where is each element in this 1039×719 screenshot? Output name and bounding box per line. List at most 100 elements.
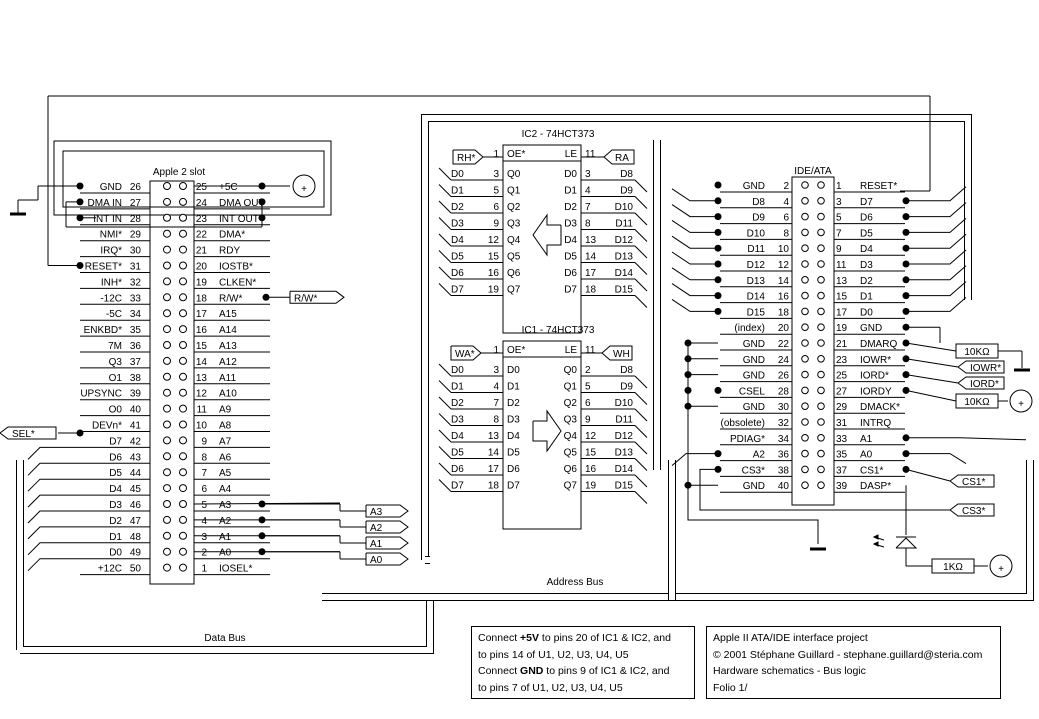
- ic2-right-pin: 3: [585, 169, 591, 180]
- ic2-left-net: D7: [451, 285, 464, 296]
- pin-hole: [163, 420, 171, 429]
- pin-hole: [817, 260, 825, 268]
- ide-left-pin: 30: [778, 402, 790, 413]
- slot-right-pin: 22: [196, 230, 208, 241]
- slot-right-pin: 11: [197, 405, 208, 416]
- ic1-left-inner: D4: [507, 431, 520, 442]
- pin-hole: [163, 197, 171, 206]
- ic1-left-inner: D3: [507, 415, 520, 426]
- power-connection-note: Connect +5V to pins 20 of IC1 & IC2, and…: [471, 626, 695, 699]
- ide-left-signal: (index): [734, 323, 765, 334]
- ic2-left-pin: 3: [493, 169, 499, 180]
- slot-right-pin: 19: [196, 277, 208, 288]
- ide-right-pin: 11: [836, 260, 847, 271]
- sel-signal-tag-label: SEL*: [12, 429, 35, 440]
- pin-hole: [801, 402, 809, 411]
- ic2-left-inner: Q5: [507, 252, 521, 263]
- rh-control-tag-label: RH*: [457, 153, 475, 164]
- slot-right-pin: 7: [201, 468, 207, 479]
- ide-left-signal: GND: [743, 339, 765, 350]
- sheet-description: Hardware schematics - Bus logic: [713, 665, 866, 677]
- power-plus-symbol: [989, 554, 1013, 578]
- project-title: Apple II ATA/IDE interface project: [713, 632, 868, 644]
- bus-entry: [634, 474, 648, 488]
- pin-hole: [163, 182, 171, 190]
- slot-right-signal: A7: [219, 436, 232, 447]
- ic1-left-net: D3: [451, 415, 464, 426]
- ra-control-tag-label: RA: [615, 153, 629, 164]
- slot-left-pin: 38: [130, 373, 142, 384]
- resistor-10k-1-label: 10KΩ: [964, 347, 990, 358]
- address-tag: [365, 520, 409, 534]
- ic2-left-net: D6: [451, 268, 464, 279]
- slot-left-pin: 29: [130, 230, 142, 241]
- pin-hole: [163, 452, 171, 461]
- pin-hole: [817, 465, 825, 474]
- pin-hole: [163, 515, 171, 524]
- slot-right-signal: A2: [219, 516, 232, 527]
- ide-data-line: [906, 249, 967, 265]
- ic1-le-pin: 11: [585, 345, 596, 356]
- resistor-1k-label: 1KΩ: [943, 562, 963, 573]
- ide-left-pin: 4: [783, 197, 789, 208]
- ide-title: IDE/ATA: [794, 166, 832, 177]
- ide-right-signal: IORDY: [860, 386, 892, 397]
- apple-slot-outer-frame: [53, 140, 332, 216]
- ic1-right-net: D11: [615, 415, 633, 426]
- ic1-left-pin: 8: [493, 415, 499, 426]
- slot-right-signal: A3: [219, 500, 232, 511]
- ide-left-signal: (obsolete): [721, 418, 765, 429]
- ic2-direction-arrow: [532, 213, 562, 257]
- pin-hole: [817, 228, 825, 237]
- pin-hole: [179, 293, 187, 302]
- bus-entry: [634, 375, 648, 389]
- ic2-right-inner: D0: [564, 169, 577, 180]
- slot-left-pin: 41: [130, 421, 142, 432]
- ic1-left-net: D6: [451, 464, 464, 475]
- ic1-title: IC1 - 74HCT373: [522, 325, 595, 336]
- pin-hole: [801, 228, 809, 237]
- ide-right-signal: D0: [860, 307, 873, 318]
- ic1-le-label: LE: [565, 345, 578, 356]
- slot-left-signal: Q3: [109, 357, 123, 368]
- ide-left-pin: 10: [778, 244, 790, 255]
- bus-entry: [438, 363, 452, 377]
- wire: [905, 374, 959, 384]
- pin-hole: [817, 355, 825, 363]
- ic1-right-inner: Q5: [564, 448, 578, 459]
- slot-right-pin: 1: [201, 564, 207, 575]
- address-tag: [365, 552, 409, 566]
- slot-left-pin: 30: [130, 246, 142, 257]
- rw-signal-tag-label: R/W*: [294, 293, 317, 304]
- ide-left-signal: D13: [747, 276, 766, 287]
- pin-hole: [801, 323, 809, 332]
- ic2-title: IC2 - 74HCT373: [522, 129, 595, 140]
- slot-left-signal: D0: [109, 548, 122, 559]
- ic2-right-net: D14: [615, 268, 634, 279]
- pin-hole: [163, 245, 171, 254]
- slot-right-signal: DMA OUT: [219, 198, 265, 209]
- pin-hole: [817, 418, 825, 426]
- bus-entry: [634, 408, 648, 422]
- pin-hole: [163, 229, 171, 238]
- slot-left-signal: GND: [100, 182, 122, 193]
- slot-left-signal: INT IN: [93, 214, 122, 225]
- ide-left-signal: GND: [743, 355, 765, 366]
- rw-signal-tag: [289, 290, 345, 304]
- cs3-signal-tag-label: CS3*: [962, 506, 985, 517]
- ide-right-signal: CS1*: [860, 465, 883, 476]
- data-bus-label: Data Bus: [204, 633, 245, 644]
- slot-left-signal: INH*: [101, 277, 122, 288]
- ide-right-signal: RESET*: [860, 181, 897, 192]
- pin-hole: [179, 515, 187, 524]
- pin-hole: [801, 276, 809, 284]
- power-note-line: Connect GND to pins 9 of IC1 & IC2, and: [478, 665, 670, 677]
- pin-hole: [163, 531, 171, 540]
- bus-entry: [438, 217, 452, 230]
- address-line: [959, 437, 1027, 441]
- ic2-right-pin: 7: [585, 202, 591, 213]
- address-bus-fill: [322, 460, 1033, 600]
- bus-entry: [634, 212, 648, 226]
- ide-data-line: [906, 218, 967, 233]
- bus-entry: [634, 441, 648, 455]
